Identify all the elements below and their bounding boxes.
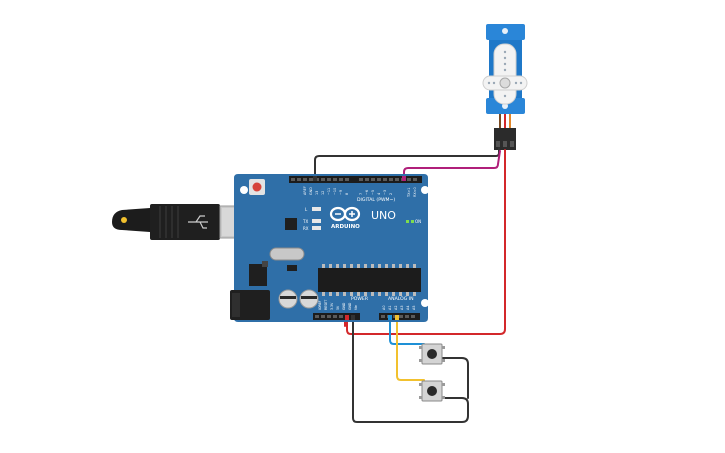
on-label: ON — [415, 219, 421, 224]
pin-label: A1 — [388, 306, 392, 310]
pin-label: 13 — [315, 191, 319, 195]
pin-label: A3 — [400, 306, 404, 310]
pin-label: RESET — [324, 300, 328, 310]
infinity-icon — [329, 206, 361, 222]
power-header-label: POWER — [351, 296, 369, 302]
usb-chip — [285, 218, 297, 230]
wire-gnd-button1[interactable] — [440, 357, 469, 399]
pin-label: A5 — [412, 306, 416, 310]
wire-a0-button1[interactable] — [389, 317, 425, 351]
wire-a1-button2[interactable] — [396, 317, 425, 389]
wire-signal-servo[interactable] — [403, 150, 501, 179]
arduino-logo: ARDUINO UNO — [329, 206, 396, 230]
pin-label: A0 — [382, 306, 386, 310]
analog-header-label: ANALOG IN — [388, 296, 414, 302]
power-pin-labels: IOREF RESET 3.3V 5V GND GND Vin — [318, 300, 358, 310]
board-model: UNO — [371, 209, 396, 222]
power-led — [406, 220, 409, 223]
pin-label: ~11 — [327, 188, 331, 195]
servo-horn-holes — [487, 50, 523, 98]
mount-hole — [421, 299, 429, 307]
pin-label: Vin — [354, 305, 358, 310]
pin-label: A2 — [394, 306, 398, 310]
mount-hole — [421, 186, 429, 194]
pin-label: 5V — [336, 305, 340, 310]
pin-label: 2 — [389, 193, 393, 195]
pin-label: 8 — [345, 193, 349, 195]
wire-gnd-servo[interactable] — [314, 147, 500, 179]
wire-5v-servo[interactable] — [346, 149, 506, 335]
led-label-rx: RX — [303, 226, 309, 231]
push-button-2[interactable] — [419, 380, 445, 402]
crystal-oscillator — [269, 247, 305, 261]
servo-screw-bottom — [502, 103, 508, 109]
wires — [314, 147, 506, 423]
pin-label: 12 — [321, 191, 325, 195]
wire-terminals — [313, 176, 406, 320]
pin-label: GND — [348, 302, 352, 310]
analog-pin-labels: A0 A1 A2 A3 A4 A5 — [382, 306, 416, 310]
servo-motor[interactable] — [482, 24, 528, 150]
pin-label: AREF — [303, 186, 307, 195]
pin-label: 7 — [359, 193, 363, 195]
arduino-uno-board[interactable]: L TX RX ARDUINO UNO ON — [230, 174, 429, 322]
pin-label: GND — [309, 187, 313, 195]
pin-label: TX>1 — [407, 188, 411, 198]
pin-label: GND — [342, 302, 346, 310]
usb-cable-strain — [112, 208, 150, 232]
usb-plug-body — [150, 204, 220, 240]
digital-header — [289, 176, 422, 183]
small-chip — [287, 265, 297, 271]
servo-screw-top — [502, 28, 508, 34]
digital-pin-labels: AREF GND 13 12 ~11 ~10 ~9 8 7 ~6 ~5 4 ~3… — [303, 186, 417, 198]
status-leds: L TX RX — [302, 207, 321, 231]
pin-label: ~9 — [339, 190, 343, 195]
mount-hole — [240, 186, 248, 194]
pin-label: A4 — [406, 306, 410, 310]
atmega-pins — [322, 264, 416, 296]
digital-header-label: DIGITAL (PWM~) — [357, 197, 395, 203]
pin-label: IOREF — [318, 300, 322, 310]
button-cap — [427, 386, 437, 396]
pin-label: ~5 — [371, 190, 375, 195]
pin-label: RX<0 — [413, 187, 417, 197]
pin-label: ~10 — [333, 188, 337, 195]
pin-label: 4 — [377, 193, 381, 195]
led-label-tx: TX — [302, 219, 308, 224]
push-button-1[interactable] — [419, 343, 445, 365]
arduino-logo-text: ARDUINO — [331, 224, 360, 230]
atmega-chip — [318, 268, 421, 292]
usb-symbol-icon — [188, 215, 208, 229]
led-label-l: L — [305, 207, 308, 212]
pin-label: ~3 — [383, 190, 387, 195]
voltage-regulator — [249, 264, 267, 286]
pin-label: ~6 — [365, 190, 369, 195]
servo-shaft — [499, 77, 511, 89]
reset-button-cap — [252, 182, 262, 192]
pin-label: 3.3V — [330, 302, 334, 310]
button-cap — [427, 349, 437, 359]
wire-gnd-buttons[interactable] — [352, 317, 469, 423]
